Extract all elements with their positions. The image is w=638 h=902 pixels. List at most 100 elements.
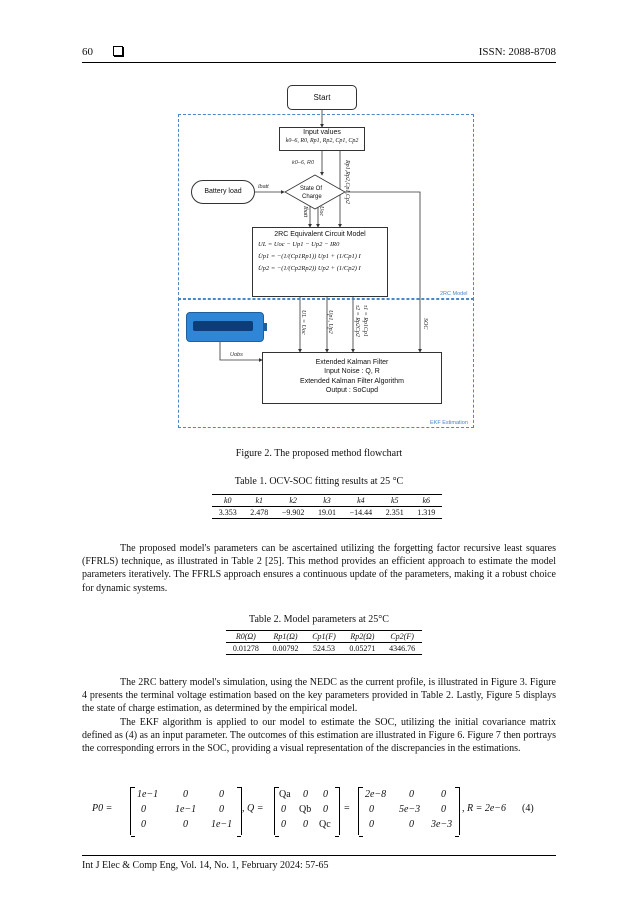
matrix-cell: Qc: [319, 819, 331, 830]
matrix-cell: 0: [141, 819, 146, 830]
table1-header: k4: [342, 494, 379, 507]
battery-load-node: Battery load: [191, 180, 255, 204]
soc-decision-diamond: [284, 174, 346, 210]
soc-vertical-label: SOC: [422, 318, 428, 330]
start-node: Start: [287, 85, 357, 110]
matrix-cell: 1e−1: [211, 819, 233, 830]
table1-header: k5: [378, 494, 411, 507]
matrix-cell: 0: [441, 789, 446, 800]
table2-header: R0(Ω): [226, 630, 266, 643]
input-values-title: Input values: [303, 129, 341, 136]
ekf-node: Extended Kalman Filter Input Noise : Q, …: [262, 352, 442, 404]
ekf-line3: Extended Kalman Filter Algorithm: [300, 377, 404, 385]
matrix-cell: 3e−3: [431, 819, 453, 830]
equation-number: (4): [522, 803, 534, 814]
table2-caption: Table 2. Model parameters at 25°C: [249, 614, 389, 625]
paragraph-ekf: The EKF algorithm is applied to our mode…: [82, 717, 556, 755]
figure-caption: Figure 2. The proposed method flowchart: [235, 448, 403, 459]
footer-citation: Int J Elec & Comp Eng, Vol. 14, No. 1, F…: [82, 860, 329, 871]
table2-cell: 4346.76: [382, 642, 422, 655]
table2: R0(Ω) Rp1(Ω) Cp1(F) Rp2(Ω) Cp2(F) 0.0127…: [226, 630, 422, 655]
matrix-cell: 0: [323, 789, 328, 800]
tau1-label: τ1 = Rp1Cp1: [362, 305, 368, 337]
table1-header-row: k0 k1 k2 k3 k4 k5 k6: [212, 494, 442, 507]
region-2rc-model: [178, 114, 474, 300]
model-title: 2RC Equivalent Circuit Model: [274, 231, 366, 238]
matrix-cell: 0: [323, 804, 328, 815]
table1-header: k2: [275, 494, 312, 507]
matrix-cell: Qa: [279, 789, 291, 800]
matrix-cell: 0: [183, 819, 188, 830]
table2-header: Rp1(Ω): [265, 630, 306, 643]
matrix-cell: 2e−8: [365, 789, 387, 800]
eq-equals: =: [344, 803, 350, 814]
equation-4: P0 = 1e−1 0 0 0 1e−1 0 0 0 1e−1 , Q = Qa…: [92, 783, 542, 841]
matrix-cell: 0: [219, 789, 224, 800]
flowchart: 2RC Model EKF Estimation Start Input val…: [0, 0, 638, 440]
table2-header-row: R0(Ω) Rp1(Ω) Cp1(F) Rp2(Ω) Cp2(F): [226, 630, 422, 643]
table1-caption: Table 1. OCV-SOC fitting results at 25 °…: [234, 476, 404, 487]
matrix-cell: 0: [369, 804, 374, 815]
matrix-cell: 1e−1: [137, 789, 159, 800]
table2-cell: 524.53: [305, 642, 343, 655]
table2-cell: 0.01278: [226, 642, 266, 655]
rc-params-label: Rp1,Rp2,Cp1,Cp2: [344, 160, 350, 204]
table1-header: k6: [410, 494, 442, 507]
matrix-cell: 0: [441, 804, 446, 815]
checkbox-icon: [113, 46, 123, 56]
input-values-node: Input values k0–6, R0, Rp1, Rp2, Cp1, Cp…: [279, 127, 365, 151]
table1-header: k3: [311, 494, 343, 507]
uoc-vertical-label: Uoc: [318, 206, 324, 216]
matrix-cell: 0: [303, 789, 308, 800]
matrix-cell: 0: [183, 789, 188, 800]
table2-cell: 0.05271: [342, 642, 383, 655]
model-node: 2RC Equivalent Circuit Model UL = Uoc − …: [252, 227, 388, 297]
paragraph-ffrls: The proposed model's parameters can be a…: [82, 543, 556, 594]
table1: k0 k1 k2 k3 k4 k5 k6 3.353 2.478 −9.902 …: [212, 494, 442, 519]
battery-cell-image: [186, 312, 267, 342]
table1-cell: −9.902: [275, 506, 312, 519]
ekf-line1: Extended Kalman Filter: [315, 359, 389, 366]
footer-rule: [82, 855, 556, 856]
table1-header: k1: [243, 494, 275, 507]
matrix-cell: 5e−3: [399, 804, 421, 815]
k-r0-label: k0–6, R0: [292, 160, 315, 166]
model-eq3: U̇p2 = −(1/(Cp2Rp2)) Up2 + (1/Cp2) I: [258, 264, 361, 272]
up12-label: Up1, Up2: [327, 310, 333, 334]
table1-cell: 3.353: [212, 506, 244, 519]
model-eq2: U̇p1 = −(1/(Cp1Rp1)) Up1 + (1/Cp1) I: [258, 253, 361, 261]
table1-cell: 2.478: [243, 506, 275, 519]
table2-cell: 0.00792: [265, 642, 306, 655]
matrix-cell: 0: [141, 804, 146, 815]
uobs-label: Uobs: [230, 352, 243, 358]
eq-q-label: , Q =: [242, 803, 264, 814]
ul-uoc-label: UL = Uoc: [300, 310, 306, 335]
matrix-cell: 0: [369, 819, 374, 830]
matrix-q: Qa 0 0 0 Qb 0 0 0 Qc: [274, 787, 340, 837]
table1-cell: 19.01: [311, 506, 343, 519]
region-ekf: [178, 298, 474, 428]
matrix-p0: 1e−1 0 0 0 1e−1 0 0 0 1e−1: [130, 787, 242, 837]
eq-r-label: , R = 2e−6: [462, 803, 507, 814]
table1-cell: −14.44: [342, 506, 379, 519]
arrow-cell-ekf: [219, 342, 263, 362]
soc-diamond-line1: State Of: [300, 186, 323, 192]
matrix-cell: 0: [409, 819, 414, 830]
table1-cell: 1.319: [410, 506, 442, 519]
eq-p0-label: P0 =: [92, 803, 113, 814]
issn: ISSN: 2088-8708: [478, 46, 556, 58]
region-2rc-label: 2RC Model: [440, 291, 468, 297]
tau2-label: τ2 = Rp2Cp2: [354, 305, 360, 337]
paragraph-simulation: The 2RC battery model's simulation, usin…: [82, 677, 556, 715]
region-ekf-label: EKF Estimation: [430, 420, 468, 426]
matrix-cell: 0: [409, 789, 414, 800]
table2-header: Rp2(Ω): [342, 630, 383, 643]
soc-diamond-line2: Charge: [302, 194, 322, 200]
ibatt-label: Ibatt: [258, 184, 269, 190]
table2-header: Cp1(F): [305, 630, 343, 643]
matrix-cell: 0: [219, 804, 224, 815]
matrix-cell: 1e−1: [175, 804, 197, 815]
ekf-line2: Input Noise : Q, R: [324, 368, 380, 376]
header-rule: [82, 62, 556, 63]
ekf-line4: Output : SoCupd: [325, 387, 379, 395]
